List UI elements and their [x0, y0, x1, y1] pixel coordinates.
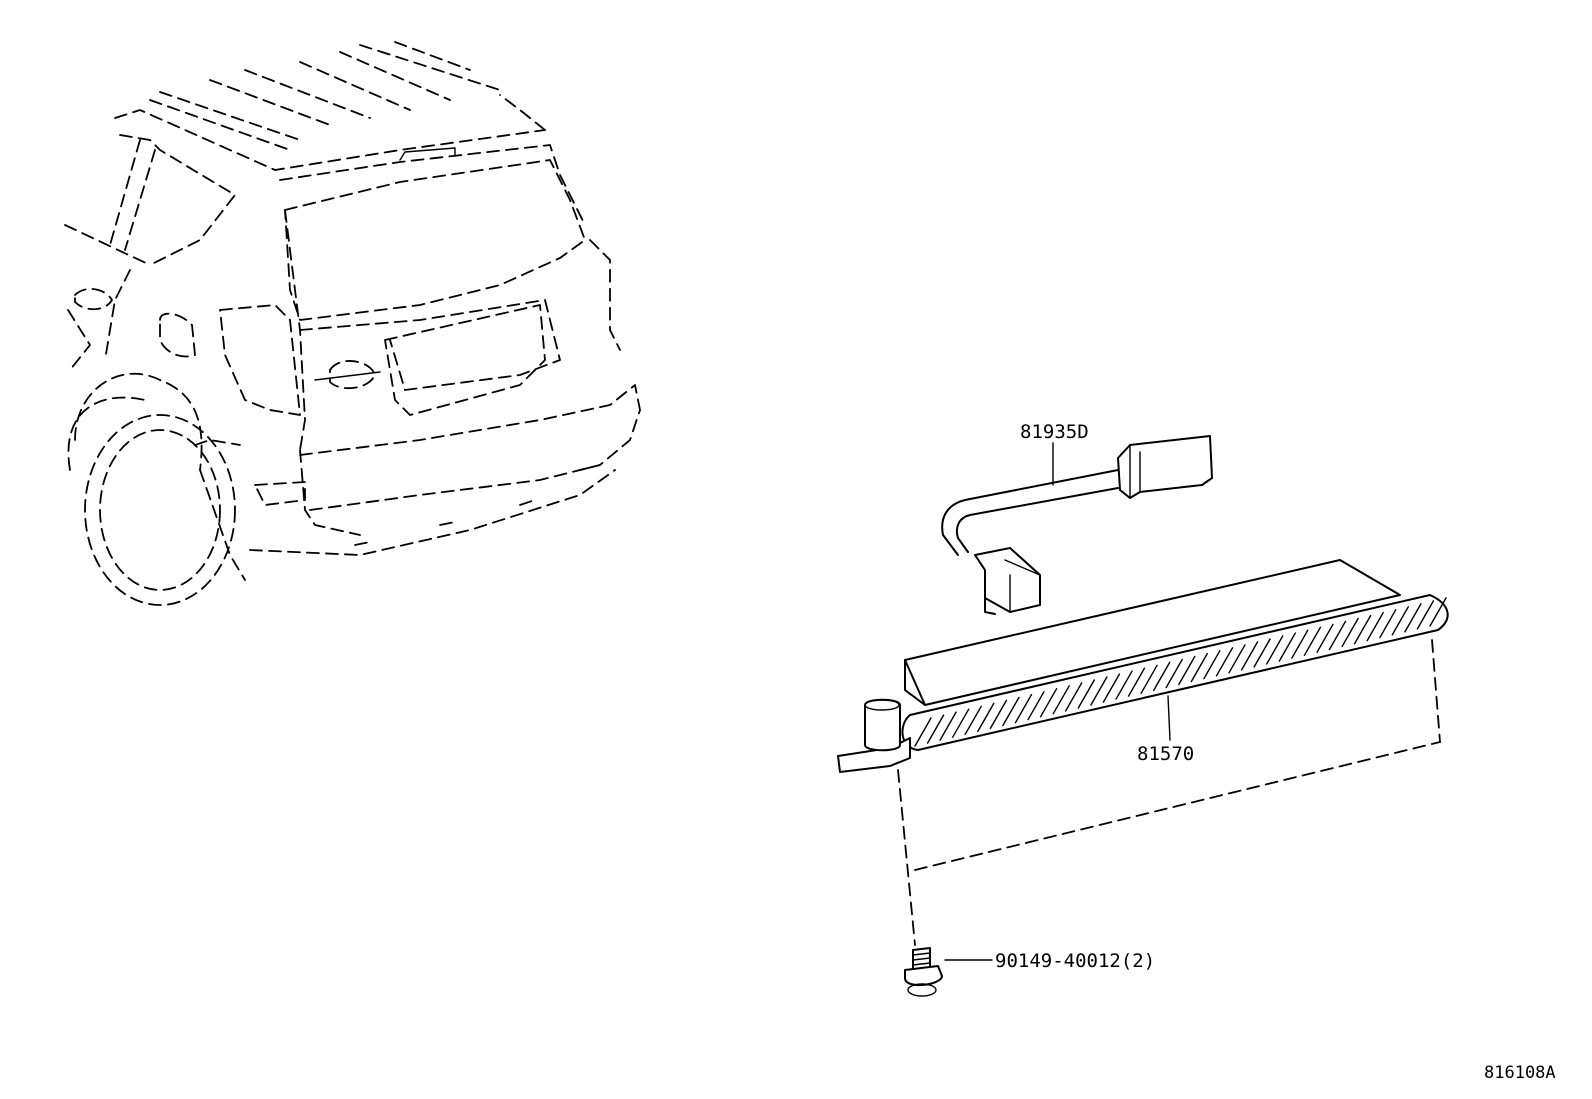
diagram-reference-number: 816108A	[1484, 1063, 1556, 1083]
assembly-guide-lines	[897, 639, 1441, 946]
bolt-90149-40012	[904, 947, 943, 997]
part-label-81570[interactable]: 81570	[1137, 743, 1194, 765]
part-label-90149-40012[interactable]: 90149-40012(2)	[995, 950, 1155, 972]
high-mount-stop-lamp-81570	[837, 559, 1449, 773]
vehicle-rear-illustration	[64, 41, 641, 606]
part-label-81935d[interactable]: 81935D	[1020, 421, 1089, 443]
wire-harness-81935d	[941, 435, 1213, 615]
leader-lines	[944, 442, 1171, 961]
